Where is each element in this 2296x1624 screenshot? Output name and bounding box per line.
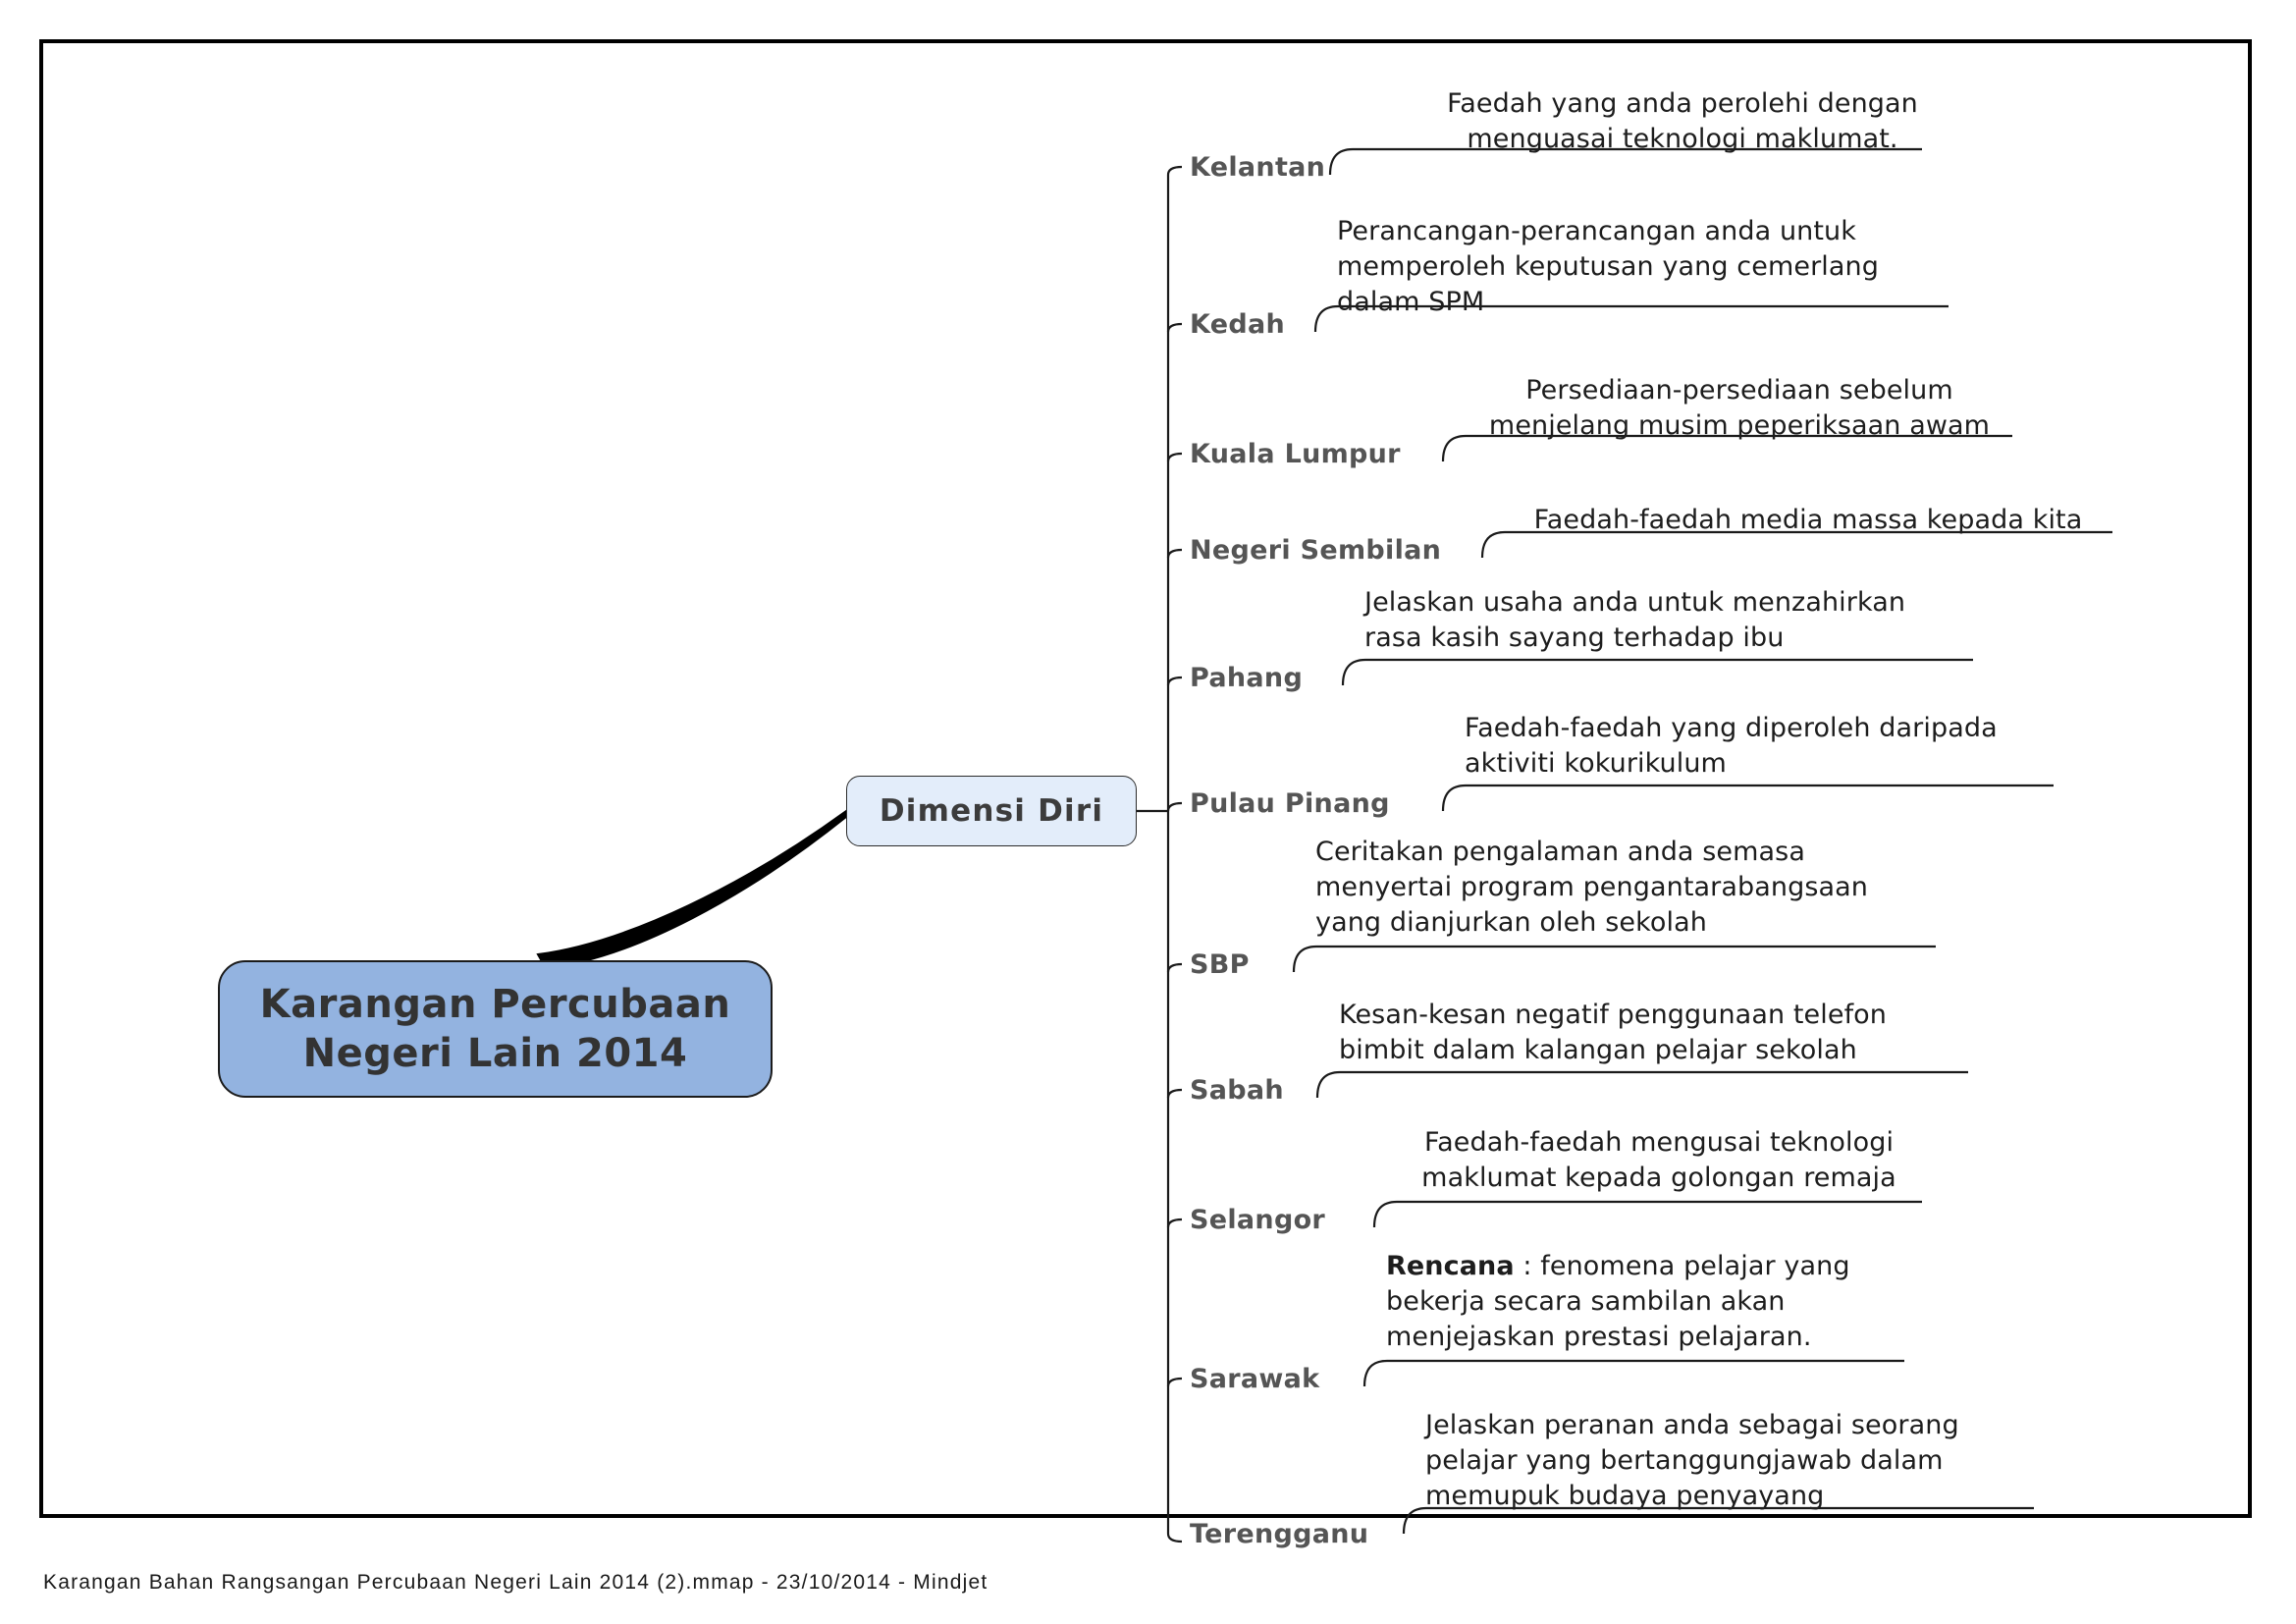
leaf-topic-sabah[interactable]: Kesan-kesan negatif penggunaan telefon b… [1339,1000,1888,1065]
root-node-label: Karangan Percubaan Negeri Lain 2014 [259,982,731,1076]
leaf-topic-pahang[interactable]: Jelaskan usaha anda untuk menzahirkan ra… [1364,587,1906,653]
sub-branch-pulau-pinang[interactable]: Pulau Pinang [1190,788,1390,819]
sub-branch-sarawak[interactable]: Sarawak [1190,1364,1320,1394]
leaf-topic-pulau-pinang[interactable]: Faedah-faedah yang diperoleh daripada ak… [1465,713,1998,779]
page-border [39,39,2252,1518]
sub-branch-negeri-sembilan[interactable]: Negeri Sembilan [1190,535,1442,566]
root-node[interactable]: Karangan Percubaan Negeri Lain 2014 [218,960,773,1098]
leaf-topic-terengganu[interactable]: Jelaskan peranan anda sebagai seorang pe… [1425,1410,1959,1511]
sub-branch-kedah[interactable]: Kedah [1190,309,1286,340]
leaf-topic-sarawak-text: : fenomena pelajar yang bekerja secara s… [1386,1251,1850,1352]
sub-branch-selangor[interactable]: Selangor [1190,1205,1326,1235]
leaf-topic-sbp[interactable]: Ceritakan pengalaman anda semasa menyert… [1315,837,1869,938]
branch-node-dimensi-diri[interactable]: Dimensi Diri [846,776,1137,846]
spine-hook-terengganu [1166,1533,1183,1543]
sub-branch-sbp[interactable]: SBP [1190,949,1250,980]
leaf-topic-negeri-sembilan[interactable]: Faedah-faedah media massa kepada kita [1533,505,2083,535]
leaf-topic-kelantan[interactable]: Faedah yang anda perolehi dengan menguas… [1447,88,1918,154]
leaf-topic-sarawak[interactable]: Rencana : fenomena pelajar yang bekerja … [1386,1249,1904,1355]
branch-node-label: Dimensi Diri [879,793,1104,829]
leaf-topic-kedah[interactable]: Perancangan-perancangan anda untuk mempe… [1337,216,1879,317]
sub-branch-kuala-lumpur[interactable]: Kuala Lumpur [1190,439,1401,469]
footer-caption: Karangan Bahan Rangsangan Percubaan Nege… [43,1571,988,1594]
sub-branch-kelantan[interactable]: Kelantan [1190,152,1326,183]
leaf-topic-selangor[interactable]: Faedah-faedah mengusai teknologi makluma… [1421,1127,1896,1193]
sub-branch-sabah[interactable]: Sabah [1190,1075,1284,1106]
leaf-topic-kuala-lumpur[interactable]: Persediaan-persediaan sebelum menjelang … [1488,375,1991,441]
sub-branch-pahang[interactable]: Pahang [1190,663,1304,693]
sub-branch-terengganu[interactable]: Terengganu [1190,1519,1369,1549]
leaf-bold-prefix-sarawak: Rencana [1386,1251,1515,1281]
